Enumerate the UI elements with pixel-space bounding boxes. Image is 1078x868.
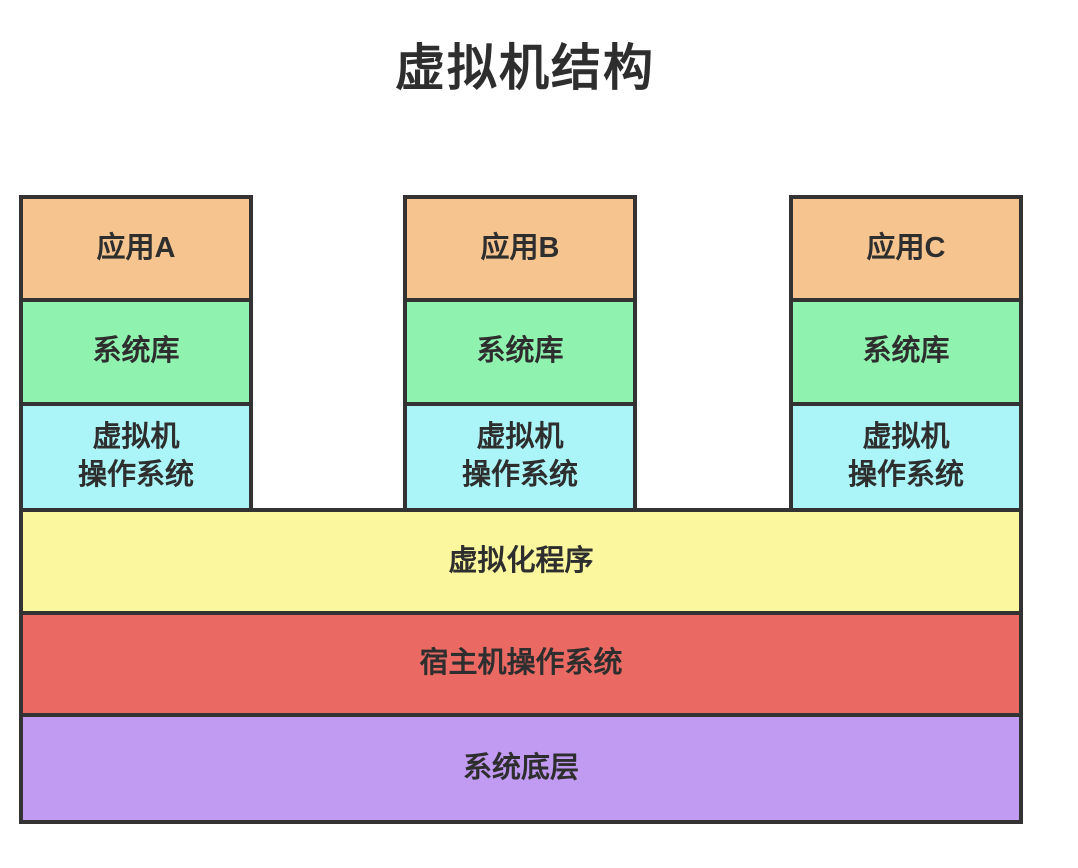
vm-stack-a: 应用A 系统库 虚拟机 操作系统 (19, 195, 253, 512)
app-a-box: 应用A (19, 195, 253, 302)
host-os-layer: 宿主机操作系统 (19, 611, 1023, 717)
vm-os-c-box: 虚拟机 操作系统 (789, 402, 1023, 512)
syslib-a-box: 系统库 (19, 298, 253, 406)
syslib-c-box: 系统库 (789, 298, 1023, 406)
hypervisor-layer: 虚拟化程序 (19, 508, 1023, 615)
system-base-layer: 系统底层 (19, 713, 1023, 824)
vm-stack-b: 应用B 系统库 虚拟机 操作系统 (403, 195, 637, 512)
app-b-box: 应用B (403, 195, 637, 302)
vm-os-b-box: 虚拟机 操作系统 (403, 402, 637, 512)
vm-architecture-diagram: 应用A 系统库 虚拟机 操作系统 应用B 系统库 虚拟机 操作系统 应用C 系统… (19, 195, 1023, 827)
diagram-title: 虚拟机结构 (395, 40, 655, 96)
vm-stack-c: 应用C 系统库 虚拟机 操作系统 (789, 195, 1023, 512)
syslib-b-box: 系统库 (403, 298, 637, 406)
app-c-box: 应用C (789, 195, 1023, 302)
vm-os-a-box: 虚拟机 操作系统 (19, 402, 253, 512)
